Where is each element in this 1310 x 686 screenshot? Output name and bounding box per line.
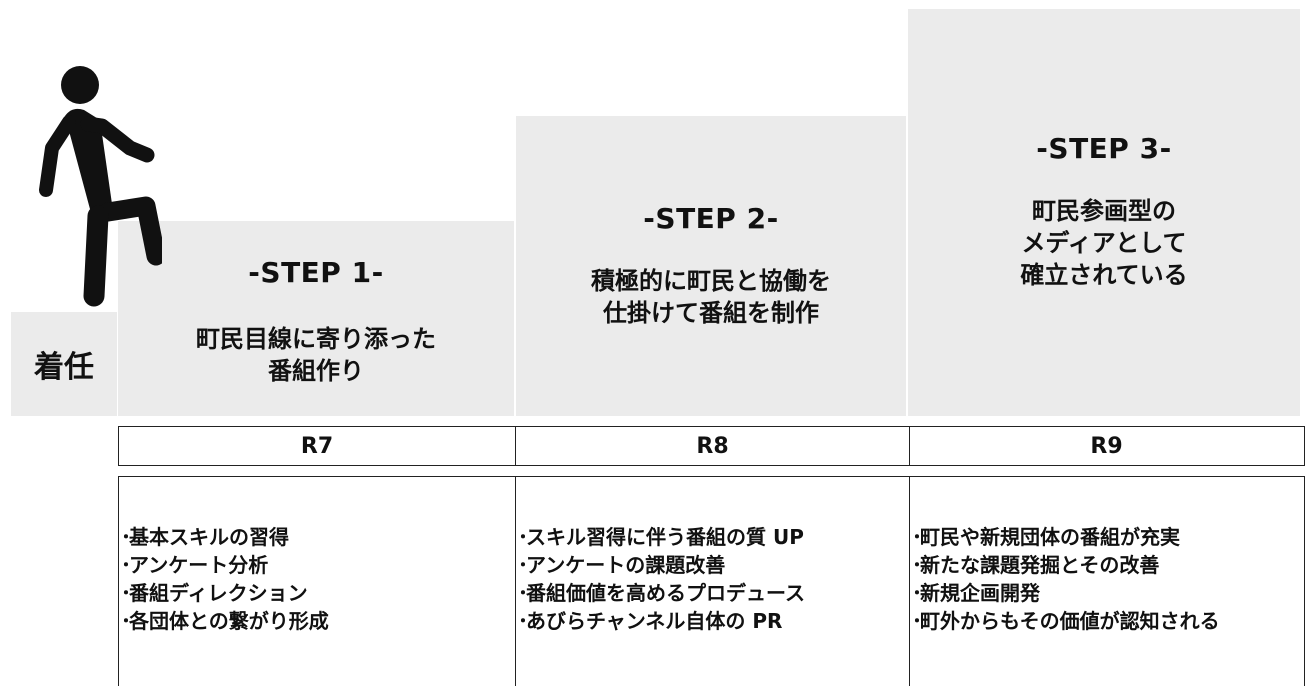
start-label: 着任: [34, 350, 94, 385]
step3-desc: 町民参画型の メディアとして 確立されている: [1020, 195, 1187, 291]
detail-row: ･基本スキルの習得 ･アンケート分析 ･番組ディレクション ･各団体との繋がり形…: [118, 476, 1305, 686]
person-climbing-stairs-icon: [39, 66, 162, 307]
bullet-icon: ･: [121, 581, 131, 605]
detail-item: ･基本スキルの習得: [121, 525, 289, 549]
detail-list: ･町民や新規団体の番組が充実 ･新たな課題発掘とその改善 ･新規企画開発 ･町外…: [912, 523, 1303, 635]
step3-desc-line: 町民参画型の: [1032, 197, 1176, 225]
bullet-icon: ･: [518, 609, 528, 633]
year-r7: R7: [300, 433, 334, 459]
bullet-icon: ･: [912, 581, 922, 605]
detail-item: ･各団体との繋がり形成: [121, 609, 329, 633]
step2-desc-line: 仕掛けて番組を制作: [603, 299, 819, 327]
bullet-icon: ･: [518, 581, 528, 605]
detail-item: ･町民や新規団体の番組が充実: [912, 525, 1180, 549]
bullet-icon: ･: [912, 609, 922, 633]
step2-content: -STEP 2- 積極的に町民と協働を 仕掛けて番組を制作: [516, 202, 906, 329]
bullet-icon: ･: [121, 553, 131, 577]
step3-block: [908, 9, 1300, 416]
step3-title: -STEP 3-: [1036, 132, 1172, 165]
detail-item: ･町外からもその価値が認知される: [912, 609, 1220, 633]
step2-block: [516, 116, 906, 416]
step3-desc-line: メディアとして: [1021, 229, 1187, 257]
detail-item: ･番組ディレクション: [121, 581, 308, 605]
bullet-icon: ･: [912, 525, 922, 549]
year-r8: R8: [515, 427, 909, 465]
detail-list: ･スキル習得に伴う番組の質 UP ･アンケートの課題改善 ･番組価値を高めるプロ…: [518, 523, 909, 635]
bullet-icon: ･: [912, 553, 922, 577]
step3-desc-line: 確立されている: [1020, 261, 1188, 289]
detail-item: ･あびらチャンネル自体の PR: [518, 609, 783, 633]
step1-content: -STEP 1- 町民目線に寄り添った 番組作り: [118, 256, 514, 387]
detail-cell-r8: ･スキル習得に伴う番組の質 UP ･アンケートの課題改善 ･番組価値を高めるプロ…: [515, 477, 909, 686]
detail-item: ･番組価値を高めるプロデュース: [518, 581, 805, 605]
detail-list: ･基本スキルの習得 ･アンケート分析 ･番組ディレクション ･各団体との繋がり形…: [121, 523, 515, 635]
year-r9: R9: [909, 427, 1303, 465]
year-header-row: R7 R8 R9: [118, 426, 1305, 466]
step1-title: -STEP 1-: [248, 256, 384, 289]
step1-desc: 町民目線に寄り添った 番組作り: [196, 323, 436, 387]
bullet-icon: ･: [121, 525, 131, 549]
step1-desc-line: 番組作り: [268, 357, 364, 385]
detail-cell-r9: ･町民や新規団体の番組が充実 ･新たな課題発掘とその改善 ･新規企画開発 ･町外…: [909, 477, 1303, 686]
step2-desc: 積極的に町民と協働を 仕掛けて番組を制作: [591, 265, 831, 329]
detail-item: ･新たな課題発掘とその改善: [912, 553, 1160, 577]
bullet-icon: ･: [121, 609, 131, 633]
step1-desc-line: 町民目線に寄り添った: [196, 325, 436, 353]
detail-item: ･スキル習得に伴う番組の質 UP: [518, 525, 804, 549]
step3-content: -STEP 3- 町民参画型の メディアとして 確立されている: [908, 132, 1300, 291]
bullet-icon: ･: [518, 553, 528, 577]
step2-title: -STEP 2-: [643, 202, 779, 235]
detail-item: ･新規企画開発: [912, 581, 1040, 605]
start-block: [11, 312, 117, 416]
detail-item: ･アンケート分析: [121, 553, 269, 577]
detail-item: ･アンケートの課題改善: [518, 553, 726, 577]
bullet-icon: ･: [518, 525, 528, 549]
detail-cell-r7: ･基本スキルの習得 ･アンケート分析 ･番組ディレクション ･各団体との繋がり形…: [119, 477, 515, 686]
step2-desc-line: 積極的に町民と協働を: [591, 267, 831, 295]
step1-block: [118, 221, 514, 416]
